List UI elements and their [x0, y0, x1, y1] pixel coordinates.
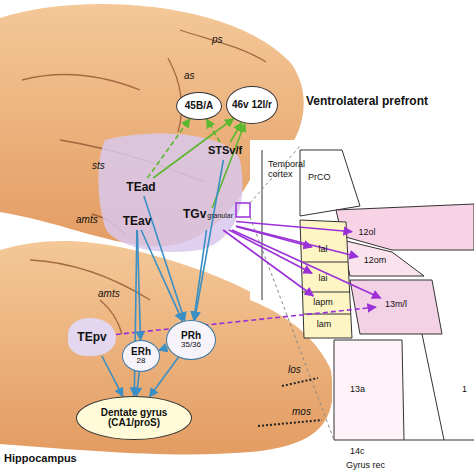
projection-arrow — [229, 230, 312, 273]
projection-arrow — [212, 123, 245, 208]
area-ellipse: Dentate gyrus(CA1/proS) — [76, 396, 192, 440]
projection-arrow — [194, 230, 207, 320]
map-area: lai — [312, 272, 334, 286]
area-label: ps — [212, 34, 223, 45]
area-label: sts — [92, 160, 105, 171]
node-label: TEpv — [77, 331, 106, 344]
node-label: 12om — [364, 256, 387, 265]
projection-arrow — [147, 119, 189, 178]
node-sublabel: (CA1/proS) — [108, 418, 160, 429]
area-ellipse: 45B/A — [176, 92, 222, 120]
projection-arrow — [223, 230, 313, 296]
heading: Ventrolateral prefront — [306, 94, 428, 108]
area-ellipse: ERh28 — [122, 340, 160, 372]
node-label: 12ol — [358, 228, 375, 237]
node-label: TGv — [183, 208, 206, 221]
node-label: 46v 12l/r — [232, 100, 272, 111]
area-label: as — [184, 70, 195, 81]
node-label: 45B/A — [185, 101, 213, 112]
temporal-region — [98, 134, 242, 252]
node-label: STSv/f — [208, 145, 242, 157]
mos-dots — [258, 420, 322, 426]
projection-arrow — [137, 372, 140, 396]
area-label: los — [288, 364, 301, 375]
node-label: lam — [317, 320, 332, 329]
area-label: 13a — [350, 384, 365, 394]
node-sublabel: 35/36 — [181, 341, 201, 349]
area-label: amts — [98, 288, 120, 299]
node-label: TEav — [123, 215, 152, 228]
node-label: lapm — [313, 298, 333, 307]
node-label: lal — [318, 245, 327, 254]
area-label: mos — [292, 406, 311, 417]
projection-arrow — [232, 230, 381, 298]
projection-arrow — [116, 307, 376, 334]
map-area: lal — [312, 243, 334, 257]
projection-arrow — [159, 347, 168, 350]
projection-arrow — [236, 227, 312, 248]
node-label: Dentate gyrus — [101, 408, 168, 419]
node-label: lai — [318, 274, 327, 283]
area-ellipse: 46v 12l/r — [226, 86, 278, 124]
projection-arrow — [236, 222, 352, 232]
area-name: TEad — [118, 178, 164, 196]
area-name: STSv/f — [198, 142, 252, 160]
map-area: lam — [310, 318, 338, 332]
area-label: 14c — [350, 446, 365, 456]
projection-arrow — [236, 226, 358, 257]
area-label: 1 — [462, 384, 467, 394]
area-name: TEav — [114, 212, 160, 230]
orbital-map-panel — [250, 140, 474, 474]
node-sublabel: granular — [207, 212, 233, 219]
map-area: lapm — [306, 296, 340, 310]
projection-arrow — [195, 160, 224, 320]
area-label: Gyrus rec — [346, 460, 385, 470]
projection-arrow — [102, 356, 123, 396]
node-label: TEad — [126, 181, 155, 194]
area-blob: TEpv — [68, 318, 116, 356]
node-label: ERh — [131, 347, 151, 358]
area-label: amts — [76, 214, 98, 225]
node-sublabel: 28 — [137, 357, 146, 365]
node-label: PRh — [181, 331, 201, 342]
projection-arrow — [230, 123, 242, 143]
map-area: 12om — [358, 254, 392, 268]
area-label: PrCO — [308, 172, 331, 182]
sulci — [22, 30, 266, 334]
area-label: Hippocampus — [4, 452, 77, 464]
projection-arrow — [141, 230, 182, 321]
node-label: 13m/l — [385, 300, 407, 309]
zoom-lines — [250, 146, 334, 440]
area-ellipse: PRh35/36 — [166, 320, 216, 360]
projection-arrow — [207, 119, 220, 142]
map-area: 13m/l — [376, 298, 416, 312]
map-area: 12ol — [352, 226, 382, 240]
projection-arrow — [137, 230, 140, 340]
area-name: TGvgranular — [180, 208, 236, 230]
source-box — [236, 203, 250, 217]
orbital-map-areas — [262, 150, 474, 440]
